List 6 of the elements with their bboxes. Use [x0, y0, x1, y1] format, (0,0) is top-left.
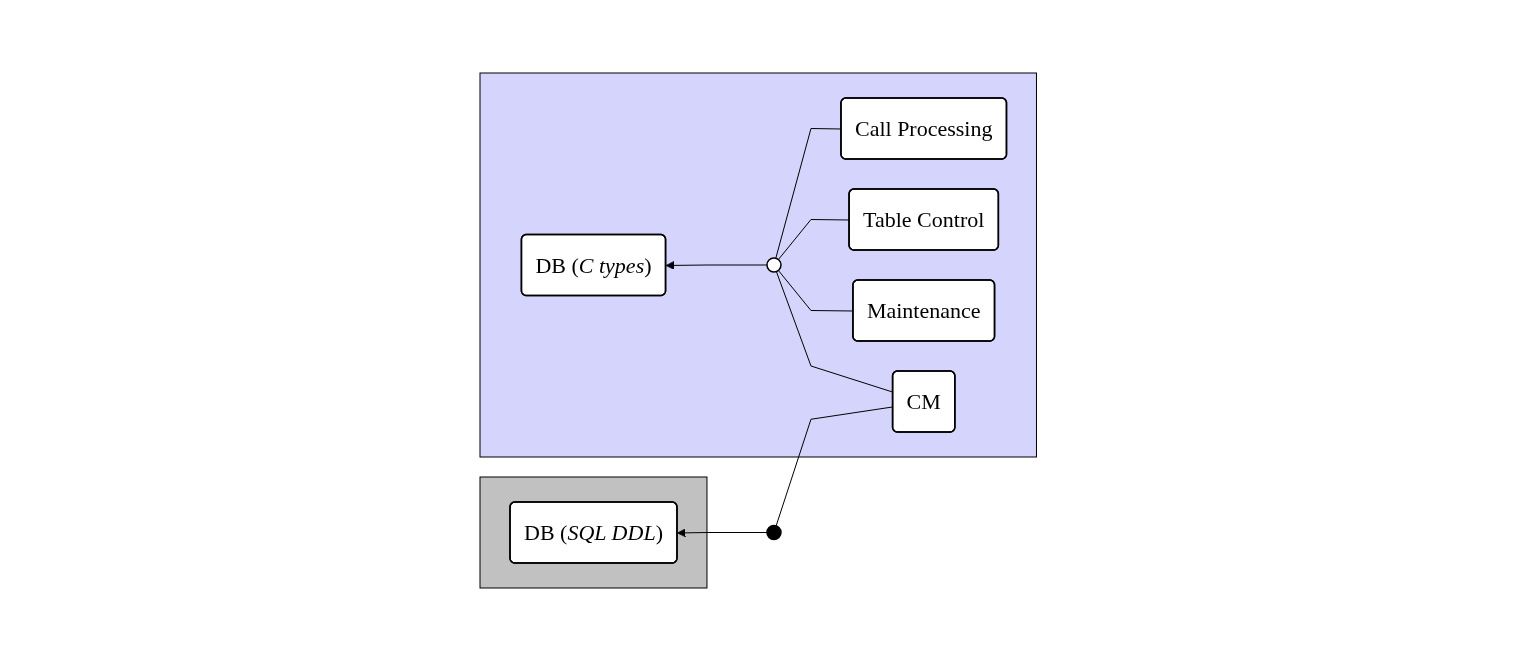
node-circle	[766, 256, 782, 273]
arrow	[676, 527, 768, 537]
cluster	[479, 72, 1037, 457]
cluster	[479, 476, 708, 588]
arrow	[665, 260, 768, 270]
node-circle	[766, 524, 782, 540]
